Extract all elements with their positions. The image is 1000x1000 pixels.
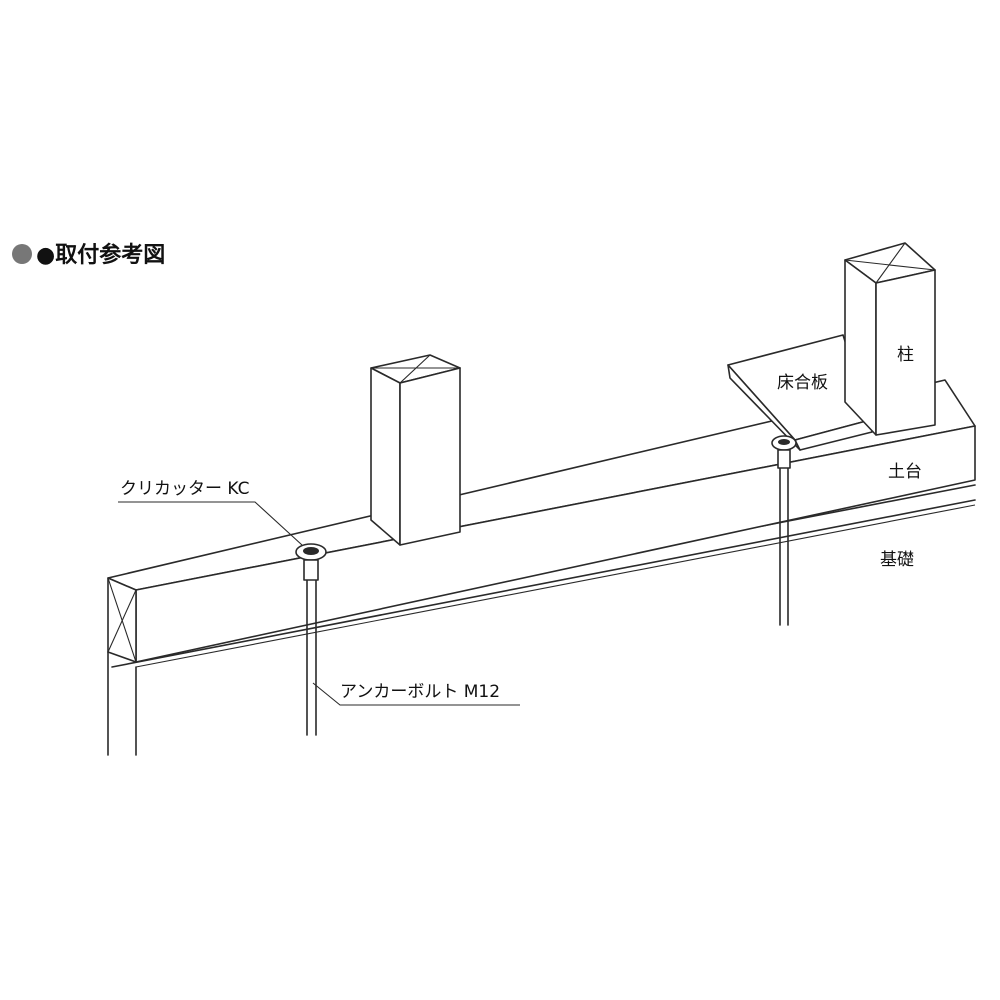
right-pillar — [844, 242, 936, 436]
sill-beam — [107, 379, 976, 663]
label-floor-board: 床合板 — [777, 373, 828, 393]
label-anchor-bolt: アンカーボルト M12 — [340, 682, 500, 702]
floor-board — [727, 334, 873, 451]
left-clip-cutter — [295, 543, 327, 581]
right-anchor-bolt — [779, 449, 789, 626]
diagram-title: ●取付参考図 — [12, 242, 165, 268]
label-sill: 土台 — [888, 462, 922, 482]
leader-lines — [118, 501, 520, 706]
right-clip-cutter — [771, 435, 797, 469]
label-clip-cutter: クリカッター KC — [120, 479, 250, 499]
title-bullet-icon — [12, 244, 32, 264]
clip-cutter-leader — [118, 501, 303, 546]
anchor-bolt-leader — [312, 682, 520, 706]
left-pillar — [370, 354, 461, 546]
label-foundation: 基礎 — [880, 550, 914, 570]
left-anchor-bolt — [306, 559, 317, 736]
label-pillar: 柱 — [897, 345, 914, 365]
title-text: ●取付参考図 — [36, 242, 165, 268]
